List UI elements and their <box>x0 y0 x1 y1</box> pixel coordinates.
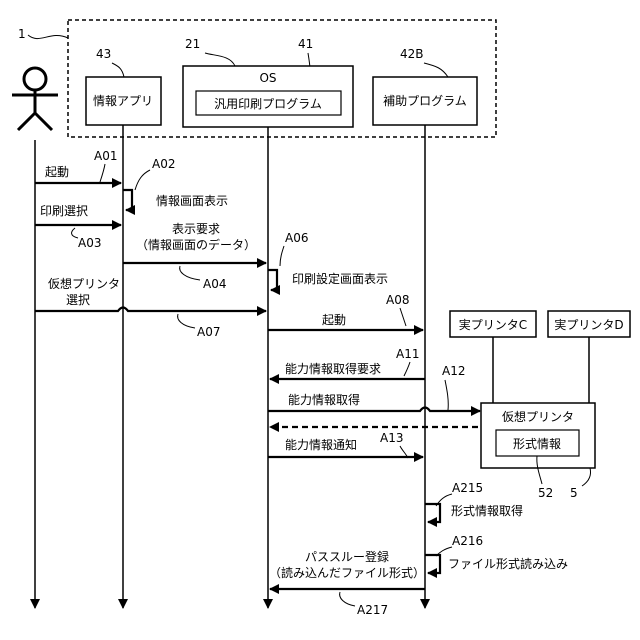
generic-print-program-label: 汎用印刷プログラム <box>214 97 322 111</box>
step-a13-label: 能力情報通知 <box>285 438 357 452</box>
step-a217-id: A217 <box>357 603 388 617</box>
printer-d-label: 実プリンタD <box>554 317 623 332</box>
info-app-label: 情報アプリ <box>93 94 153 108</box>
leader-a01 <box>100 164 105 182</box>
step-a215-id: A215 <box>452 481 483 495</box>
step-a04-label-2: （情報画面のデータ） <box>136 237 256 252</box>
ref-os: 21 <box>185 37 200 51</box>
leader-a12 <box>445 380 448 410</box>
leader-a217 <box>340 592 355 606</box>
leader-system <box>28 35 68 39</box>
leader-a02 <box>135 170 150 190</box>
step-a07-id: A07 <box>197 325 220 339</box>
step-a13-id: A13 <box>380 431 403 445</box>
step-a03-label: 印刷選択 <box>40 204 88 218</box>
leader-aux-program <box>424 63 448 77</box>
self-arrow-a02 <box>123 190 132 210</box>
step-a02-label: 情報画面表示 <box>156 194 228 208</box>
step-a02-id: A02 <box>152 157 175 171</box>
ref-info-app: 43 <box>96 47 111 61</box>
step-a11-id: A11 <box>396 347 419 361</box>
step-a215-label: 形式情報取得 <box>451 503 523 518</box>
step-a216-id: A216 <box>452 534 483 548</box>
step-a08-id: A08 <box>386 293 409 307</box>
leader-a08 <box>400 308 406 326</box>
step-a07-label-2: 選択 <box>66 293 90 307</box>
step-a08-label: 起動 <box>322 313 346 327</box>
step-a01-id: A01 <box>94 149 117 163</box>
ref-aux-program: 42B <box>400 47 424 61</box>
virtual-printer-label: 仮想プリンタ <box>502 409 574 424</box>
ref-virtual-printer: 52 <box>538 486 553 500</box>
leader-info-app <box>112 63 124 77</box>
user-actor-icon <box>12 68 58 130</box>
step-a06-id: A06 <box>285 231 308 245</box>
leader-os <box>205 53 235 66</box>
leader-a06 <box>280 246 284 266</box>
ref-format-box: 5 <box>570 486 578 500</box>
aux-program-label: 補助プログラム <box>383 94 467 108</box>
format-info-label: 形式情報 <box>513 437 561 451</box>
step-a12-id: A12 <box>442 364 465 378</box>
leader-a04 <box>180 266 200 280</box>
self-arrow-a216 <box>425 555 440 573</box>
leader-format-box <box>582 468 591 486</box>
step-a03-id: A03 <box>78 236 101 250</box>
step-a217-label-1: パススルー登録 <box>305 549 389 564</box>
step-a07-label-1: 仮想プリンタ <box>48 276 120 291</box>
printer-c-label: 実プリンタC <box>459 317 527 332</box>
leader-a11 <box>404 362 410 376</box>
leader-a07 <box>178 314 195 328</box>
step-a11-label: 能力情報取得要求 <box>285 361 381 376</box>
arrow-a07 <box>35 308 266 312</box>
step-a06-label: 印刷設定画面表示 <box>292 271 388 286</box>
step-a216-label: ファイル形式読み込み <box>448 556 568 571</box>
self-arrow-a215 <box>425 504 440 522</box>
os-label: OS <box>259 71 276 85</box>
step-a04-label-1: 表示要求 <box>172 222 220 236</box>
step-a04-id: A04 <box>203 277 226 291</box>
step-a12-label: 能力情報取得 <box>288 392 360 407</box>
ref-system: 1 <box>18 27 26 41</box>
step-a217-label-2: （読み込んだファイル形式） <box>269 565 425 580</box>
step-a01-label: 起動 <box>45 165 69 179</box>
ref-generic-program: 41 <box>298 37 313 51</box>
self-arrow-a06 <box>268 270 277 290</box>
